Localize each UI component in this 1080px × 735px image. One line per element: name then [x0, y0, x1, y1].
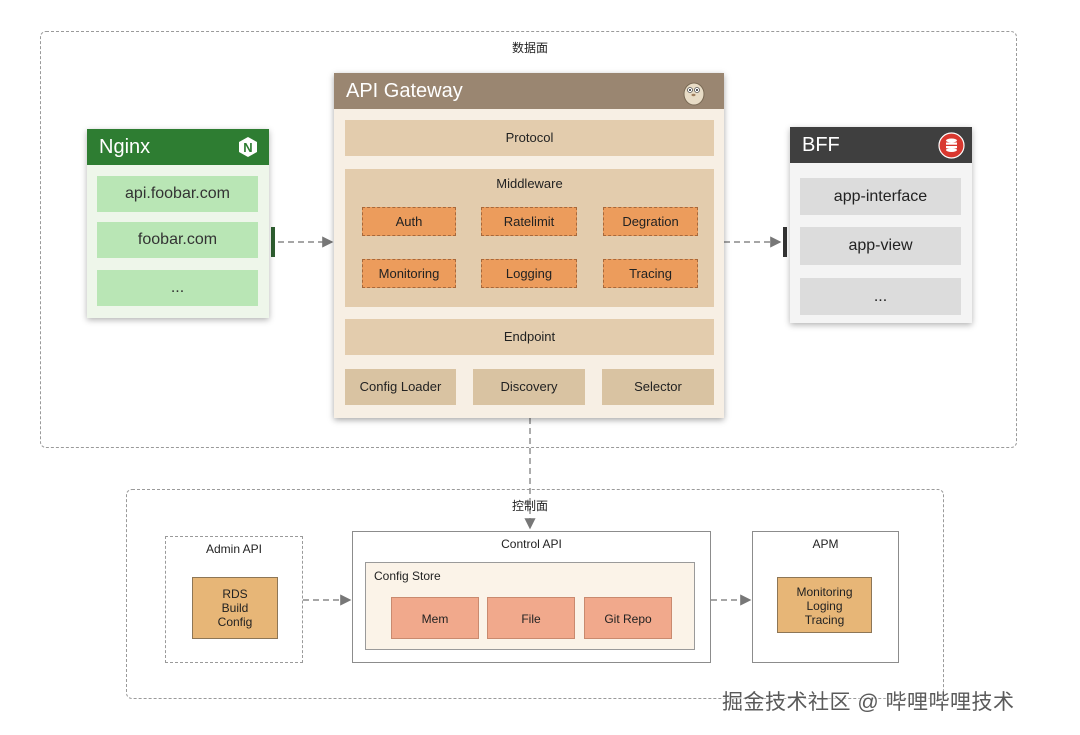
admin-api-frame	[165, 536, 303, 663]
database-icon	[938, 132, 965, 159]
admin-api-title: Admin API	[205, 542, 263, 556]
gateway-header: API Gateway	[334, 73, 724, 109]
gateway-selector: Selector	[602, 369, 714, 405]
nginx-header: Nginx	[87, 129, 269, 165]
control-plane-label: 控制面	[511, 499, 548, 513]
store-git-repo: Git Repo	[584, 597, 672, 639]
apm-line: Loging	[806, 599, 843, 613]
middleware-ratelimit: Ratelimit	[481, 207, 577, 236]
apm-box: Monitoring Loging Tracing	[777, 577, 872, 633]
nginx-item: foobar.com	[97, 222, 258, 258]
gateway-title: API Gateway	[346, 80, 463, 102]
middleware-auth: Auth	[362, 207, 456, 236]
gateway-config-loader: Config Loader	[345, 369, 456, 405]
nginx-item: api.foobar.com	[97, 176, 258, 212]
admin-api-line: RDS	[222, 587, 248, 601]
data-plane-label: 数据面	[511, 41, 548, 55]
config-store-title: Config Store	[374, 569, 441, 583]
admin-api-line: Config	[217, 615, 253, 629]
admin-api-line: Build	[221, 601, 249, 615]
gateway-endpoint: Endpoint	[345, 319, 714, 355]
bff-item: ...	[800, 278, 961, 315]
middleware-title: Middleware	[496, 176, 563, 191]
control-api-title: Control API	[501, 537, 562, 551]
middleware-logging: Logging	[481, 259, 577, 288]
nginx-logo-icon: N	[239, 137, 257, 157]
gateway-discovery: Discovery	[473, 369, 585, 405]
gopher-icon	[683, 82, 705, 106]
middleware-tracing: Tracing	[603, 259, 698, 288]
gateway-protocol: Protocol	[345, 120, 714, 156]
nginx-item: ...	[97, 270, 258, 306]
svg-text:N: N	[243, 140, 252, 155]
bff-title: BFF	[802, 134, 840, 156]
store-mem: Mem	[391, 597, 479, 639]
store-file: File	[487, 597, 575, 639]
watermark-text: 掘金技术社区 @ 哔哩哔哩技术	[722, 691, 1015, 714]
control-plane-frame	[126, 489, 944, 699]
data-plane-frame	[40, 31, 1017, 448]
apm-line: Monitoring	[796, 585, 853, 599]
apm-line: Tracing	[804, 613, 845, 627]
bff-item: app-view	[800, 227, 961, 265]
bff-item: app-interface	[800, 178, 961, 215]
admin-api-box: RDS Build Config	[192, 577, 278, 639]
middleware-degration: Degration	[603, 207, 698, 236]
nginx-title: Nginx	[99, 136, 151, 158]
apm-title: APM	[812, 537, 839, 551]
middleware-monitoring: Monitoring	[362, 259, 456, 288]
